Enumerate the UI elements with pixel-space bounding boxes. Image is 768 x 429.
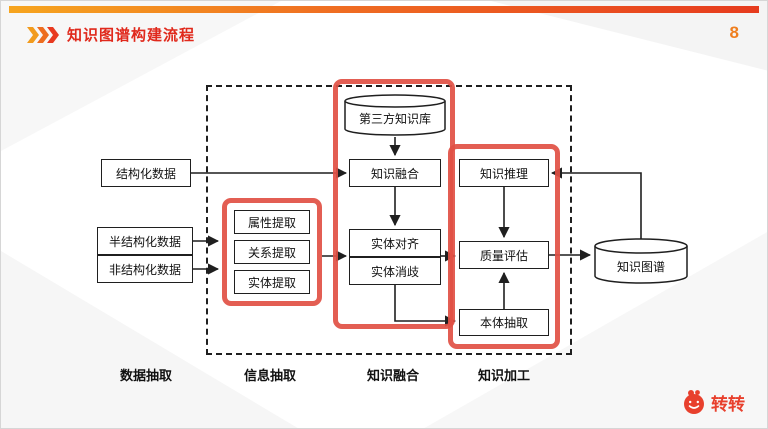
stage-label-info-extraction: 信息抽取 — [243, 368, 296, 383]
brand-name: 转转 — [711, 394, 745, 414]
top-accent-bar — [9, 6, 759, 13]
node-structured-data: 结构化数据 — [101, 159, 191, 187]
highlight-group-info-extraction — [222, 198, 322, 306]
cylinder-third-party-kb: 第三方知识库 — [343, 93, 447, 137]
node-knowledge-fusion: 知识融合 — [349, 159, 441, 187]
node-knowledge-reasoning: 知识推理 — [459, 159, 549, 187]
third-party-kb-label: 第三方知识库 — [358, 112, 431, 126]
knowledge-graph-label: 知识图谱 — [616, 260, 665, 274]
stage-label-knowledge-processing: 知识加工 — [477, 368, 530, 383]
page-number: 8 — [729, 23, 739, 42]
stage-label-data-extraction: 数据抽取 — [119, 368, 172, 383]
database-cylinder-icon — [594, 238, 688, 284]
stage-label-knowledge-fusion: 知识融合 — [366, 368, 419, 383]
page-title: 知识图谱构建流程 — [67, 27, 196, 44]
node-quality-evaluation: 质量评估 — [459, 241, 549, 269]
node-entity-alignment: 实体对齐 — [349, 229, 441, 257]
node-semi-structured-data: 半结构化数据 — [97, 227, 193, 255]
highlight-group-knowledge-processing — [448, 144, 560, 349]
zhuanzhuan-mascot-icon — [684, 390, 704, 414]
node-unstructured-data: 非结构化数据 — [97, 255, 193, 283]
database-cylinder-icon — [344, 94, 446, 136]
node-entity-disambiguation: 实体消歧 — [349, 257, 441, 285]
cylinder-knowledge-graph: 知识图谱 — [593, 237, 689, 285]
brand-logo: 转转 — [682, 389, 745, 415]
node-entity-extraction: 实体提取 — [234, 270, 310, 294]
chevrons-right-icon — [27, 27, 59, 43]
node-ontology-extraction: 本体抽取 — [459, 309, 549, 336]
node-relation-extraction: 关系提取 — [234, 240, 310, 264]
node-attribute-extraction: 属性提取 — [234, 210, 310, 234]
